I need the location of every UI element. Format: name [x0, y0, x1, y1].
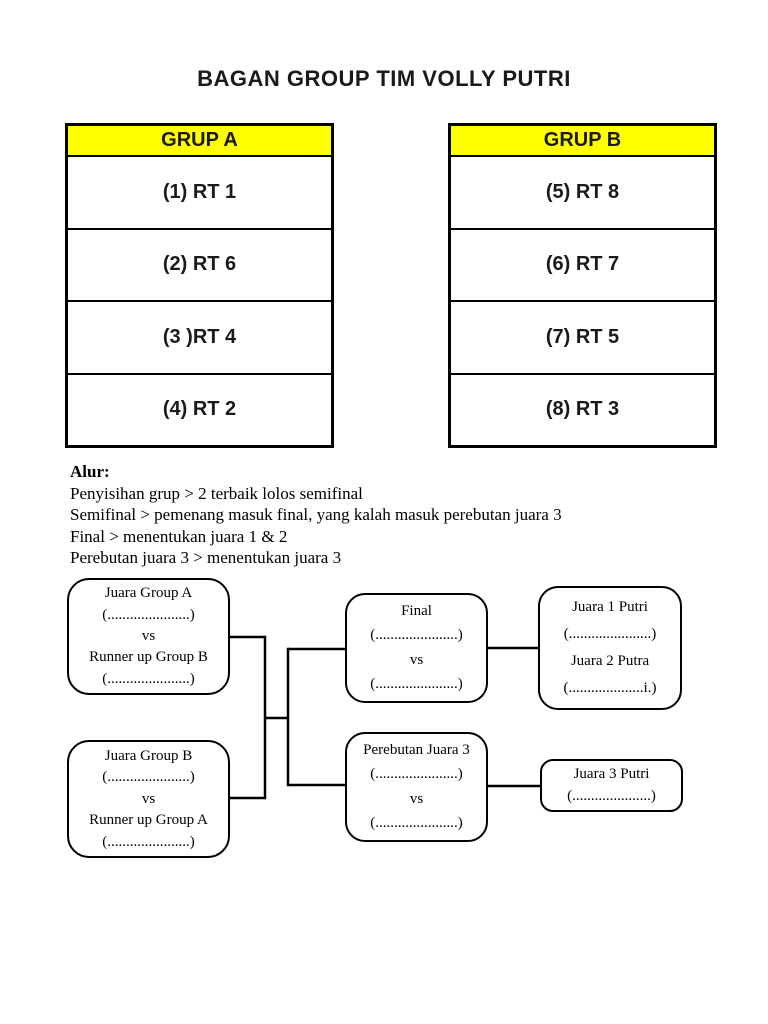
match-label: Runner up Group B	[89, 649, 208, 666]
table-row: (5) RT 8	[545, 180, 620, 203]
match-label: Juara Group B	[104, 747, 193, 764]
table-row: (6) RT 7	[451, 227, 714, 301]
flow-line: Perebutan juara 3 > menentukan juara 3	[70, 548, 342, 567]
semifinal-1-box: Juara Group A (......................) v…	[67, 578, 230, 695]
group-a-header: GRUP A	[68, 126, 331, 157]
vs-label: vs	[409, 790, 424, 807]
match-label: Runner up Group A	[89, 812, 208, 828]
third-place-match-box: Perebutan Juara 3 (.....................…	[345, 732, 488, 842]
table-row: (8) RT 3	[451, 372, 714, 446]
flow-description: Alur: Penyisihan grup > 2 terbaik lolos …	[70, 461, 630, 569]
blank-line: (....................i.)	[563, 680, 657, 696]
blank-line: (......................)	[102, 833, 195, 850]
table-row: (3 )RT 4	[68, 300, 331, 373]
match-label: Perebutan Juara 3	[363, 742, 470, 759]
winners-box: Juara 1 Putri (......................) J…	[538, 586, 682, 710]
semifinal-2-box: Juara Group B (......................) v…	[67, 740, 230, 858]
blank-line: (......................)	[370, 766, 463, 783]
flow-line: Final > menentukan juara 1 & 2	[70, 526, 288, 546]
match-label: Juara Group A	[104, 585, 193, 602]
vs-label: vs	[141, 790, 156, 807]
blank-line: (......................)	[370, 627, 463, 644]
table-row: (2) RT 6	[68, 227, 331, 301]
vs-label: vs	[141, 627, 156, 644]
blank-line: (......................)	[102, 769, 195, 785]
third-place-box: Juara 3 Putri (.....................)	[540, 759, 683, 812]
blank-line: (......................)	[102, 670, 195, 687]
result-label: Juara 1 Putri	[572, 599, 648, 615]
blank-line: (......................)	[102, 606, 195, 623]
result-label: Juara 3 Putri	[573, 766, 650, 783]
group-b-table: GRUP B (5) RT 8 (6) RT 7 (7) RT 5 (8) RT…	[448, 123, 717, 448]
blank-line: (.....................)	[567, 787, 656, 804]
table-row: (4) RT 2	[68, 372, 331, 446]
table-row: (7) RT 5	[451, 300, 714, 373]
blank-line: (......................)	[370, 675, 463, 692]
page-title: BAGAN GROUP TIM VOLLY PUTRI	[197, 66, 571, 91]
group-a-table: GRUP A (1) RT 1 (2) RT 6 (3 )RT 4 (4) RT…	[65, 123, 334, 448]
blank-line: (......................)	[370, 814, 463, 831]
group-b-header: GRUP B	[451, 126, 714, 157]
final-box: Final (......................) vs (.....…	[345, 593, 488, 703]
match-label: Final	[401, 603, 432, 620]
flow-line: Semifinal > pemenang masuk final, yang k…	[70, 505, 562, 524]
table-row: (1) RT 1	[162, 180, 237, 203]
vs-label: vs	[409, 651, 424, 668]
flow-heading: Alur:	[70, 462, 110, 481]
flow-line: Penyisihan grup > 2 terbaik lolos semifi…	[70, 483, 363, 503]
blank-line: (......................)	[563, 626, 657, 642]
result-label: Juara 2 Putra	[570, 653, 650, 669]
